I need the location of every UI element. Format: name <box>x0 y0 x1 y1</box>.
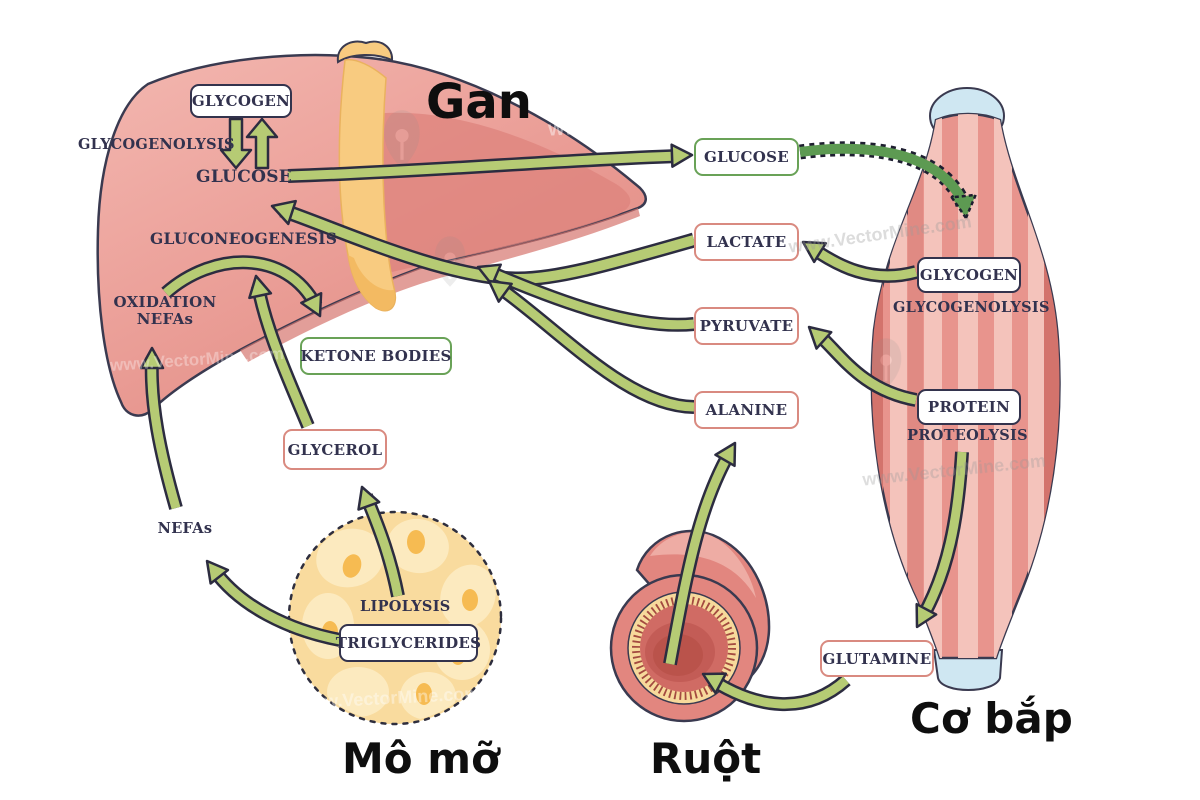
muscle-proteolysis-label: PROTEOLYSIS <box>907 427 1028 444</box>
arrow-muscle-glycogen-to-lactate <box>801 240 918 283</box>
arrow-liver-glucose-to-blood <box>287 143 694 183</box>
oxidation-line2: NEFAs <box>136 309 194 328</box>
arrows <box>139 117 977 712</box>
arrow-glycogen-synthesis-up <box>245 117 279 170</box>
liver-title: Gan <box>426 74 532 130</box>
arrow-muscle-protein-to-pyruvate <box>807 325 918 407</box>
glutamine-label: GLUTAMINE <box>822 649 932 668</box>
lipolysis-label: LIPOLYSIS <box>360 598 451 615</box>
muscle-glycogen-label: GLYCOGEN <box>919 266 1019 284</box>
alanine-label: ALANINE <box>705 401 788 419</box>
muscle-tendon-bottom <box>932 649 1004 691</box>
liver-glycogen-label: GLYCOGEN <box>191 92 291 110</box>
liver-oxidation-nefas-label: OXIDATION NEFAs <box>105 294 225 327</box>
liver-glucose-label: GLUCOSE <box>196 167 293 187</box>
arrow-intestine-to-alanine <box>663 441 737 666</box>
ketone-bodies-label: KETONE BODIES <box>300 347 452 365</box>
arrow-triglycerides-to-nefas <box>205 559 342 647</box>
arrow-triglycerides-to-glycerol <box>357 485 405 598</box>
triglycerides-label: TRIGLYCERIDES <box>335 634 482 652</box>
liver-glycogen-box: GLYCOGEN <box>190 84 292 118</box>
muscle-glycogenolysis-label: GLYCOGENOLYSIS <box>893 299 1050 316</box>
oxidation-line1: OXIDATION <box>113 293 217 311</box>
arrow-proteolysis-to-glutamine <box>915 451 969 629</box>
arrow-glycerol-to-gluconeogenesis <box>248 274 315 429</box>
triglycerides-box: TRIGLYCERIDES <box>336 624 481 662</box>
intestine-title: Ruột <box>650 734 762 783</box>
nefas-label: NEFAs <box>157 520 213 537</box>
muscle-protein-box: PROTEIN <box>917 389 1021 425</box>
lactate-label: LACTATE <box>706 233 787 251</box>
liver-glycogenolysis-label: GLYCOGENOLYSIS <box>78 136 235 153</box>
arrow-glucose-to-muscle-dashed <box>798 141 977 220</box>
muscle-title: Cơ bắp <box>910 694 1073 743</box>
intestine-villi <box>632 596 736 700</box>
arrow-glutamine-to-intestine <box>701 672 851 712</box>
lactate-box: LACTATE <box>694 223 799 261</box>
intestine-illustration <box>609 529 771 723</box>
muscle-glycogen-box: GLYCOGEN <box>917 257 1021 293</box>
blood-glucose-box: GLUCOSE <box>694 138 799 176</box>
arrow-alanine-to-liver <box>487 279 695 414</box>
glycerol-box: GLYCEROL <box>283 429 387 470</box>
adipose-title: Mô mỡ <box>342 734 500 783</box>
glutamine-box: GLUTAMINE <box>820 640 934 677</box>
arrow-glycogenolysis-down <box>219 117 253 170</box>
adipose-illustration <box>287 510 503 726</box>
blood-glucose-label: GLUCOSE <box>704 148 789 166</box>
liver-lobe-shading <box>340 112 631 273</box>
alanine-box: ALANINE <box>694 391 799 429</box>
arrow-oxidation-to-ketone-bodies <box>161 255 323 318</box>
pyruvate-label: PYRUVATE <box>699 317 794 335</box>
glycerol-label: GLYCEROL <box>287 440 383 459</box>
arrow-pyruvate-to-liver <box>476 263 695 332</box>
liver-gluconeogenesis-label: GLUCONEOGENESIS <box>150 229 338 248</box>
arrow-nefas-to-liver-oxidation <box>139 346 183 510</box>
ketone-bodies-box: KETONE BODIES <box>300 337 452 375</box>
pyruvate-box: PYRUVATE <box>694 307 799 345</box>
muscle-protein-label: PROTEIN <box>927 398 1011 416</box>
